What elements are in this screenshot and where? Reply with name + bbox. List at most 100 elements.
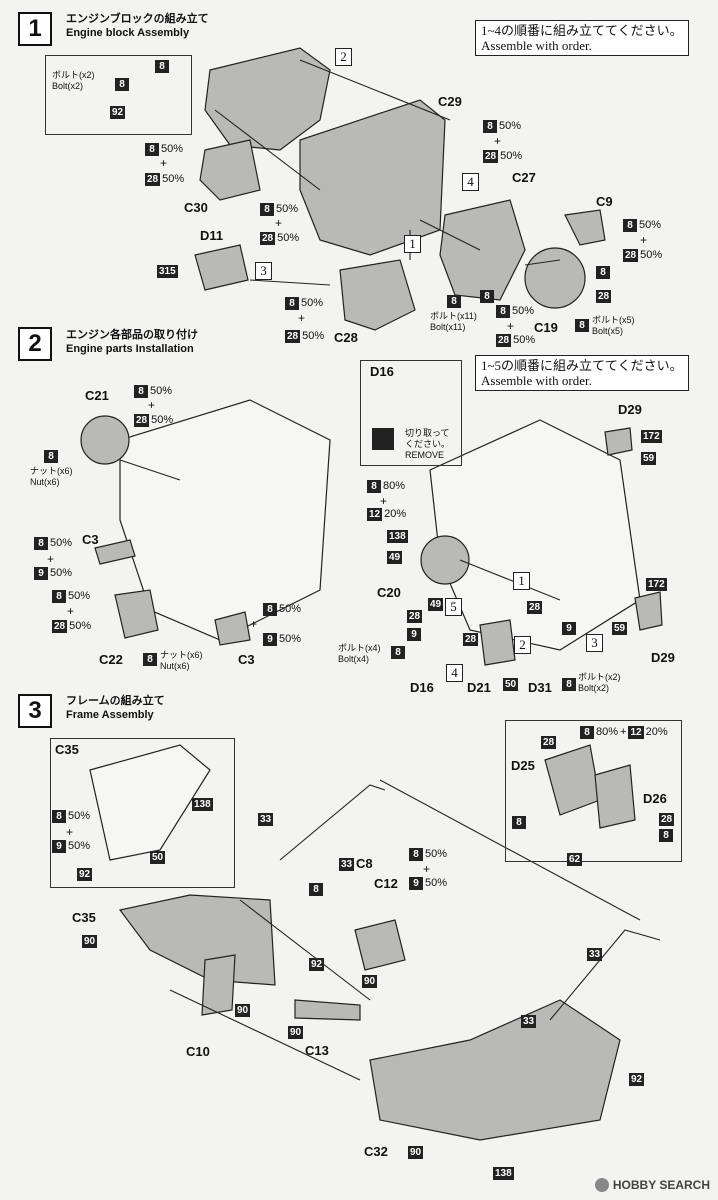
step-3-number: 3 (18, 694, 52, 728)
mix-c30-plus: + (160, 156, 168, 170)
part-d16-label: D16 (370, 364, 394, 379)
paint-28-d21: 28 (463, 633, 479, 646)
order-note-2-jp: 1~5の順番に組み立ててください。 (481, 358, 683, 373)
paint-92-inset: 92 (110, 106, 126, 119)
part-c27-label: C27 (512, 170, 536, 185)
paint-90-c10: 90 (235, 1004, 251, 1017)
step-1-title-en: Engine block Assembly (66, 27, 190, 39)
guide-line-8 (459, 559, 561, 601)
part-d29-upper-label: D29 (618, 402, 642, 417)
part-c3-lower-label: C3 (238, 652, 255, 667)
step-2-title: エンジン各部品の取り付け Engine parts Installation (66, 328, 198, 356)
paint-59-lower: 59 (612, 622, 628, 635)
paint-33-frame: 33 (521, 1015, 537, 1028)
d29-lower-drawing (634, 591, 663, 631)
mix-c21-plus: + (148, 398, 156, 412)
c28-drawing (339, 259, 416, 331)
c3-upper-drawing (94, 539, 136, 565)
guide-line-2 (214, 109, 321, 191)
paint-138-frame: 138 (493, 1167, 514, 1180)
paint-315: 315 (157, 265, 178, 278)
mix-block-plus: + (275, 216, 283, 230)
mix-c20-plus: + (380, 494, 388, 508)
paint-172-lower: 172 (646, 578, 667, 591)
c20-drawing (420, 535, 470, 585)
part-c22-label: C22 (99, 652, 123, 667)
c13-drawing (294, 999, 361, 1021)
bolt4-note: ボルト(x4)Bolt(x4) (338, 643, 381, 664)
paint-28-d26: 28 (659, 813, 675, 826)
paint-49-c20: 49 (387, 551, 403, 564)
nut6-note-lower: ナット(x6)Nut(x6) (160, 650, 203, 671)
part-c10-label: C10 (186, 1044, 210, 1059)
d26-drawing (594, 764, 636, 829)
paint-8-c19b: 8 (575, 319, 591, 332)
part-d26-label: D26 (643, 791, 667, 806)
paint-8-nut: 8 (44, 450, 60, 463)
part-c35-label: C35 (72, 910, 96, 925)
paint-8-d25: 8 (512, 816, 528, 829)
part-c19-label: C19 (534, 320, 558, 335)
part-c32-label: C32 (364, 1144, 388, 1159)
stand-drawing-2 (549, 929, 661, 1021)
paint-28-d31: 28 (527, 601, 543, 614)
part-c8-label: C8 (356, 856, 373, 871)
paint-8-d31: 8 (562, 678, 578, 691)
step-3-title: フレームの組み立て Frame Assembly (66, 694, 165, 722)
paint-8-c22: 8 (143, 653, 159, 666)
step2-order-num-5: 5 (445, 598, 462, 616)
bolt11-note: ボルト(x11)Bolt(x11) (430, 311, 477, 332)
mix-c35-plus: + (66, 825, 74, 839)
c35-inset-drawing (89, 744, 211, 861)
stand-drawing (279, 784, 386, 861)
d29-upper-drawing (604, 427, 633, 456)
paint-59-upper: 59 (641, 452, 657, 465)
part-d25-label: D25 (511, 758, 535, 773)
paint-33-stand-left: 33 (258, 813, 274, 826)
engine-block-c29-drawing (299, 99, 446, 256)
c21-drawing (80, 415, 130, 465)
paint-8-d26: 8 (659, 829, 675, 842)
paint-8-stand: 8 (309, 883, 325, 896)
paint-28-d25: 28 (541, 736, 557, 749)
part-c21-label: C21 (85, 388, 109, 403)
paint-92-inset-step3: 92 (77, 868, 93, 881)
paint-8-inset-a: 8 (155, 60, 171, 73)
part-c28-label: C28 (334, 330, 358, 345)
c3-lower-drawing (214, 611, 251, 646)
part-c12-label: C12 (374, 876, 398, 891)
c9-drawing (564, 209, 606, 246)
step-1-title: エンジンブロックの組み立て Engine block Assembly (66, 12, 209, 40)
guide-line-7 (119, 459, 181, 481)
paint-90-c13: 90 (288, 1026, 304, 1039)
paint-172-upper: 172 (641, 430, 662, 443)
paint-90-c12: 90 (362, 975, 378, 988)
c32-frame-drawing (369, 999, 621, 1141)
engine-block-rear-drawing (204, 47, 331, 151)
guide-line-3 (249, 279, 331, 286)
order-note-1-jp: 1~4の順番に組み立ててください。 (481, 23, 683, 38)
guide-line-1 (299, 59, 451, 121)
paint-9-d16: 9 (407, 628, 423, 641)
part-c30-label: C30 (184, 200, 208, 215)
order-note-1-en: Assemble with order. (481, 38, 592, 53)
step-1-title-jp: エンジンブロックの組み立て (66, 13, 209, 25)
paint-50-inset: 50 (150, 851, 166, 864)
c35-detail-inset (50, 738, 235, 888)
